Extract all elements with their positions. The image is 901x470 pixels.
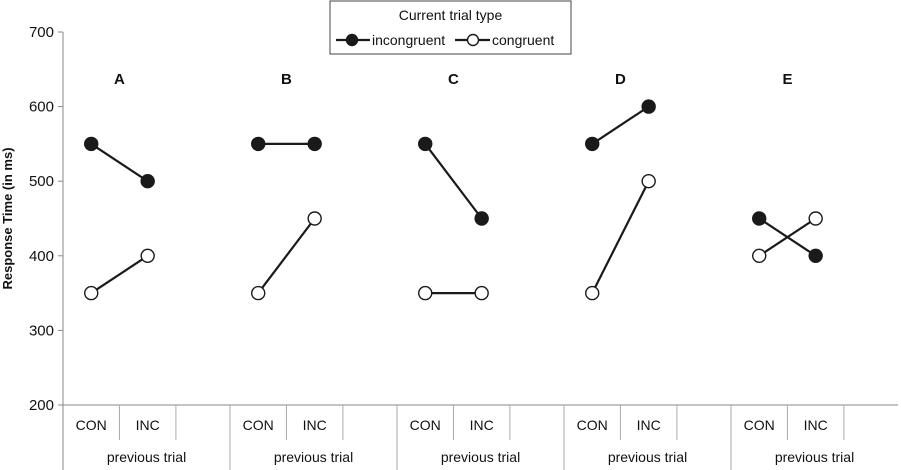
data-point-incongruent xyxy=(418,136,433,152)
data-point-incongruent xyxy=(84,136,99,152)
series-line-incongruent xyxy=(424,143,483,220)
data-point-incongruent xyxy=(140,173,155,189)
series-line-congruent xyxy=(758,217,817,257)
panel-a: A CON INC previous trial xyxy=(76,71,187,465)
panel-b: B CON INC previous trial xyxy=(229,71,353,470)
x-group-label: previous trial xyxy=(775,449,854,465)
x-category-label: INC xyxy=(470,417,494,433)
data-point-incongruent xyxy=(641,99,656,114)
x-category-label: INC xyxy=(804,417,828,433)
series-incongruent xyxy=(418,136,489,226)
data-point-congruent xyxy=(140,248,155,264)
data-point-congruent xyxy=(307,211,322,226)
legend-marker-congruent xyxy=(466,33,480,47)
y-tick-label: 700 xyxy=(29,24,54,41)
series-line-congruent xyxy=(90,254,149,295)
x-category-label: CON xyxy=(410,417,441,433)
series-line-congruent xyxy=(591,180,650,294)
series-line-incongruent xyxy=(591,105,650,145)
y-tick-label: 500 xyxy=(29,173,54,190)
data-point-congruent xyxy=(752,248,767,264)
y-tick-label: 600 xyxy=(29,99,54,116)
x-group-label: previous trial xyxy=(608,449,687,465)
x-category-label: CON xyxy=(243,417,274,433)
series-congruent xyxy=(585,173,656,301)
panel-layer: A CON INC previous trial B CON INC previous tri… xyxy=(76,71,854,470)
panel-d: D CON INC previous trial xyxy=(563,71,687,470)
y-tick-label: 200 xyxy=(29,397,54,414)
legend-marker-incongruent xyxy=(345,33,359,47)
legend-label-incongruent: incongruent xyxy=(372,32,445,48)
data-point-incongruent xyxy=(307,136,322,152)
data-point-congruent xyxy=(251,285,266,301)
legend-title: Current trial type xyxy=(399,7,503,23)
data-point-congruent xyxy=(585,285,600,301)
data-point-incongruent xyxy=(752,211,767,226)
panel-label: C xyxy=(448,71,459,88)
x-category-label: CON xyxy=(76,417,107,433)
series-congruent xyxy=(752,211,823,264)
series-incongruent xyxy=(251,136,322,152)
panel-label: D xyxy=(615,71,626,88)
series-incongruent xyxy=(84,136,155,189)
series-congruent xyxy=(418,285,489,301)
data-point-congruent xyxy=(84,285,99,301)
x-group-label: previous trial xyxy=(107,449,186,465)
series-line-congruent xyxy=(257,217,316,294)
series-congruent xyxy=(251,211,322,301)
series-incongruent xyxy=(585,99,656,152)
data-point-congruent xyxy=(474,285,489,301)
data-point-incongruent xyxy=(585,136,600,152)
y-tick-label: 400 xyxy=(29,248,54,265)
data-point-congruent xyxy=(808,211,823,226)
data-point-incongruent xyxy=(251,136,266,152)
series-congruent xyxy=(84,248,155,301)
data-point-congruent xyxy=(641,173,656,189)
panel-label: A xyxy=(114,71,125,88)
x-category-label: INC xyxy=(637,417,661,433)
y-axis-title: Response Time (in ms) xyxy=(0,147,15,289)
data-point-congruent xyxy=(418,285,433,301)
x-category-label: CON xyxy=(577,417,608,433)
legend-box xyxy=(329,0,572,55)
series-line-incongruent xyxy=(90,142,149,183)
panel-label: E xyxy=(782,71,792,88)
x-category-label: INC xyxy=(136,417,160,433)
panel-c: C CON INC previous trial xyxy=(396,71,520,470)
panel-label: B xyxy=(281,71,292,88)
x-group-label: previous trial xyxy=(441,449,520,465)
x-category-label: INC xyxy=(303,417,327,433)
data-point-incongruent xyxy=(808,248,823,264)
legend-label-congruent: congruent xyxy=(492,32,554,48)
panel-e: E CON INC previous trial xyxy=(730,71,854,470)
x-category-label: CON xyxy=(744,417,775,433)
legend: Current trial type incongruent congruent xyxy=(329,0,572,55)
y-tick-label: 300 xyxy=(29,322,54,339)
x-group-label: previous trial xyxy=(274,449,353,465)
data-point-incongruent xyxy=(474,211,489,226)
